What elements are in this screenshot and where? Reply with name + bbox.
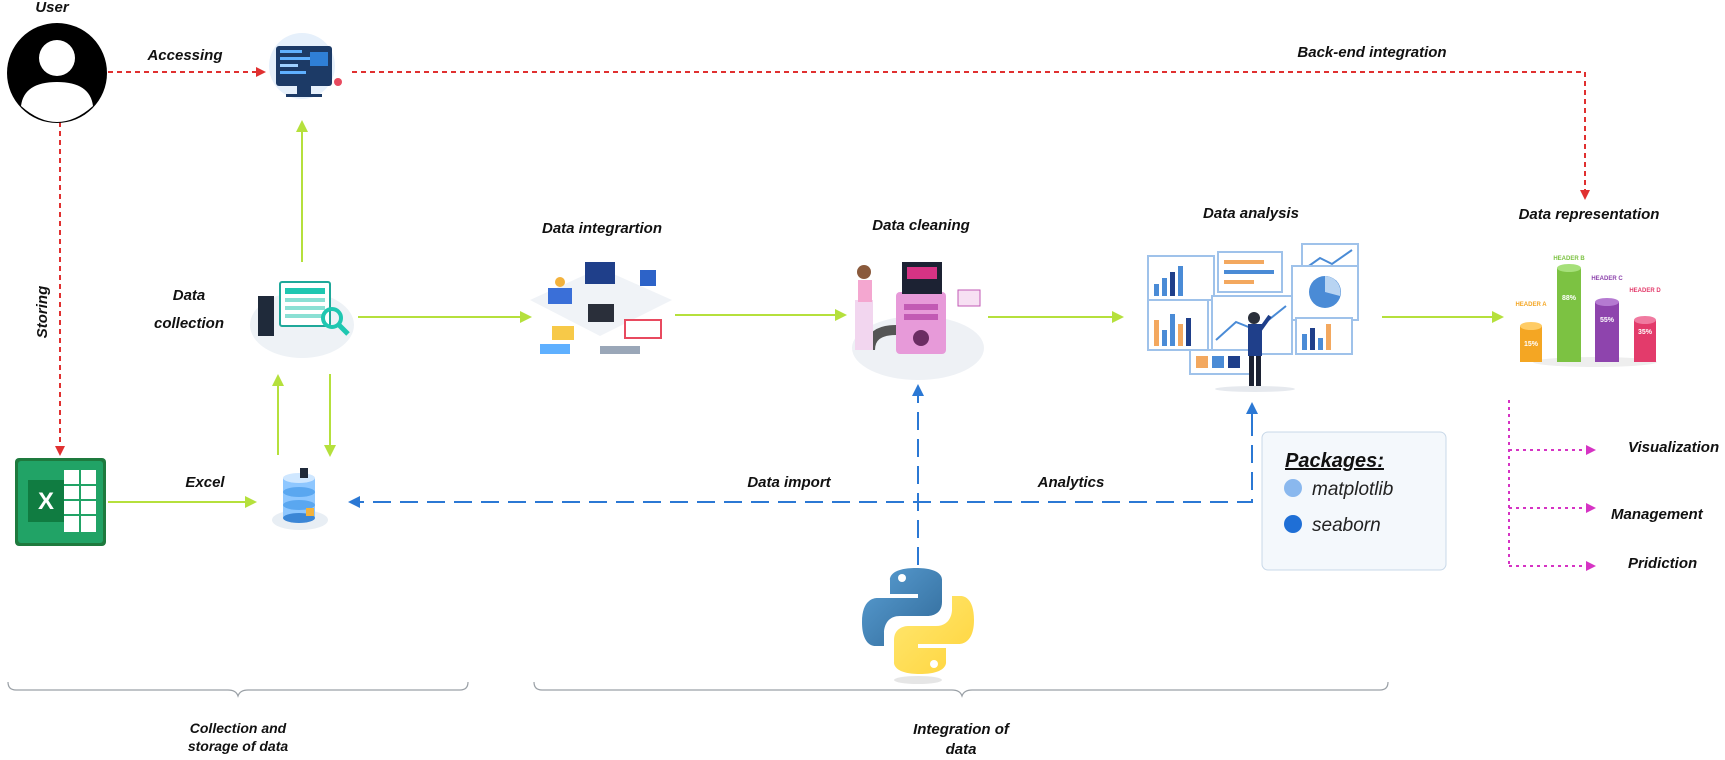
rep-bar-a bbox=[1520, 326, 1542, 362]
packages-title: Packages: bbox=[1285, 450, 1384, 472]
user-label: User bbox=[35, 0, 70, 16]
rep-value-d: 35% bbox=[1638, 329, 1653, 336]
backend-integration-arrow bbox=[352, 71, 1590, 200]
data-integration-label: Data integrartion bbox=[542, 220, 662, 237]
red-flows bbox=[55, 67, 1590, 456]
database-storage-icon bbox=[272, 468, 328, 530]
user-avatar-icon bbox=[7, 23, 107, 123]
excel-icon: X bbox=[15, 458, 106, 546]
labels: User Accessing Back-end integration Stor… bbox=[34, 0, 1719, 758]
green-flows bbox=[108, 120, 1504, 508]
data-collection-label-2: collection bbox=[154, 315, 224, 332]
visualization-label: Visualization bbox=[1628, 439, 1719, 456]
web-dashboard-icon bbox=[269, 33, 342, 99]
data-analysis-label: Data analysis bbox=[1203, 205, 1299, 222]
magenta-flows bbox=[1508, 400, 1596, 571]
data-cleaning-icon bbox=[852, 262, 984, 380]
package-seaborn: seaborn bbox=[1312, 515, 1381, 536]
collection-storage-label-1: Collection and bbox=[190, 720, 287, 736]
rep-bar-c bbox=[1595, 302, 1619, 362]
seaborn-bullet bbox=[1284, 515, 1302, 533]
matplotlib-bullet bbox=[1284, 479, 1302, 497]
packages-box: Packages: matplotlib seaborn bbox=[1261, 431, 1447, 571]
data-integration-icon bbox=[530, 262, 672, 354]
management-label: Management bbox=[1611, 506, 1704, 523]
data-collection-label-1: Data bbox=[173, 287, 206, 304]
collection-storage-label-2: storage of data bbox=[188, 738, 289, 754]
package-matplotlib: matplotlib bbox=[1312, 479, 1393, 500]
svg-text:X: X bbox=[38, 488, 54, 515]
integration-label-1: Integration of bbox=[913, 721, 1011, 738]
integration-brace bbox=[533, 681, 1389, 698]
analytics-label: Analytics bbox=[1037, 474, 1105, 491]
backend-label: Back-end integration bbox=[1297, 44, 1446, 61]
collection-brace bbox=[7, 681, 469, 698]
integration-label-2: data bbox=[946, 741, 977, 758]
rep-header-b: HEADER B bbox=[1553, 256, 1585, 262]
representation-chart: HEADER A HEADER B HEADER C HEADER D 15% … bbox=[1515, 256, 1661, 367]
data-collection-icon bbox=[250, 281, 354, 358]
excel-label: Excel bbox=[185, 474, 225, 491]
rep-header-d: HEADER D bbox=[1629, 288, 1661, 294]
rep-bar-b bbox=[1557, 268, 1581, 362]
rep-header-a: HEADER A bbox=[1515, 302, 1547, 308]
rep-value-b: 88% bbox=[1562, 295, 1577, 302]
data-representation-label: Data representation bbox=[1519, 206, 1660, 223]
prediction-label: Pridiction bbox=[1628, 555, 1697, 572]
python-logo-icon bbox=[862, 568, 974, 684]
data-import-label: Data import bbox=[747, 474, 831, 491]
data-analysis-icon bbox=[1147, 243, 1359, 392]
storing-label: Storing bbox=[34, 286, 51, 339]
data-cleaning-label: Data cleaning bbox=[872, 217, 970, 234]
rep-header-c: HEADER C bbox=[1591, 276, 1623, 282]
accessing-label: Accessing bbox=[146, 47, 222, 64]
rep-value-c: 55% bbox=[1600, 317, 1615, 324]
braces bbox=[7, 681, 1389, 698]
rep-value-a: 15% bbox=[1524, 341, 1539, 348]
rep-bar-d bbox=[1634, 320, 1656, 362]
data-import-arrow bbox=[348, 418, 1253, 508]
blue-flows bbox=[348, 384, 1258, 565]
